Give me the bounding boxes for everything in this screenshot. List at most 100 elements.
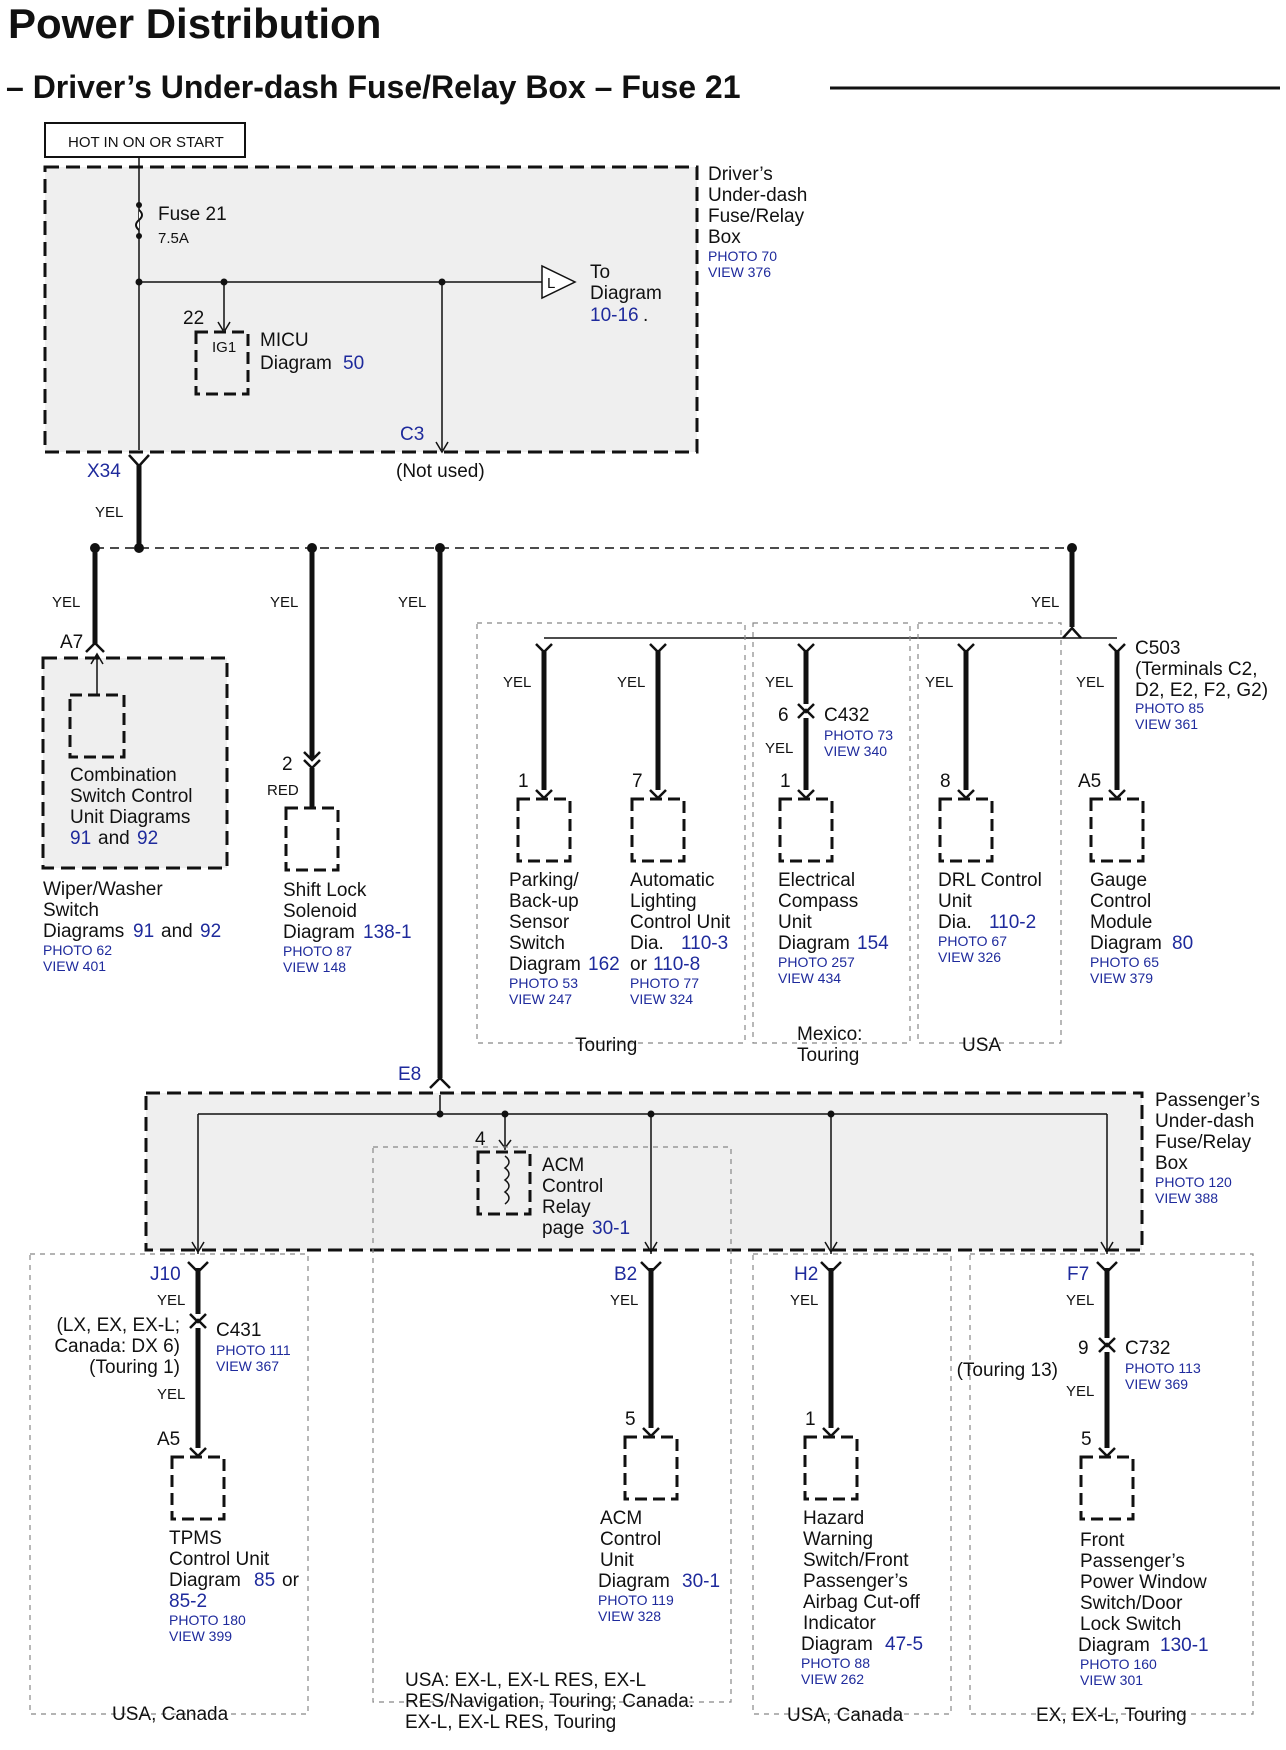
svg-text:YEL: YEL: [790, 1292, 818, 1309]
hazard-warning-switch: [803, 1435, 859, 1501]
to-diagram-link[interactable]: 10-16: [590, 305, 639, 326]
svg-text:TPMS: TPMS: [169, 1528, 222, 1549]
j10-connector: J10: [150, 1264, 181, 1285]
svg-text:PHOTO 70: PHOTO 70: [708, 248, 777, 264]
svg-text:Switch/Door: Switch/Door: [1080, 1593, 1183, 1614]
svg-text:6: 6: [778, 705, 789, 726]
compass-label: Electrical Compass Unit Diagram 154 PHOT…: [778, 870, 889, 986]
svg-text:PHOTO 111: PHOTO 111: [216, 1342, 291, 1358]
passenger-fuse-box-bg: [146, 1093, 1142, 1250]
svg-text:110-2: 110-2: [989, 912, 1036, 933]
svg-text:Diagram: Diagram: [169, 1570, 241, 1591]
svg-text:VIEW 326: VIEW 326: [938, 949, 1001, 965]
svg-text:VIEW 367: VIEW 367: [216, 1358, 279, 1374]
svg-text:PHOTO 62: PHOTO 62: [43, 942, 112, 958]
svg-text:Under-dash: Under-dash: [708, 185, 807, 206]
svg-text:YEL: YEL: [157, 1386, 185, 1403]
combination-switch-label: Combination Switch Control Unit Diagrams…: [70, 765, 193, 849]
auto-lighting-control-unit: [630, 797, 686, 863]
c3-note: (Not used): [396, 461, 485, 482]
svg-text:RES/Navigation, Touring; Canad: RES/Navigation, Touring; Canada:: [405, 1691, 694, 1712]
svg-text:YEL: YEL: [503, 674, 531, 691]
svg-text:VIEW 369: VIEW 369: [1125, 1376, 1188, 1392]
svg-text:Power Window: Power Window: [1080, 1572, 1207, 1593]
h2-connector: H2: [794, 1264, 818, 1285]
region-tpms: USA, Canada: [112, 1704, 229, 1725]
svg-text:ACM: ACM: [600, 1508, 642, 1529]
svg-text:4: 4: [475, 1129, 486, 1150]
svg-text:PHOTO 120: PHOTO 120: [1155, 1174, 1232, 1190]
svg-text:Dia.: Dia.: [938, 912, 972, 933]
svg-text:Unit: Unit: [778, 912, 813, 933]
micu-diagram: Diagram: [260, 353, 332, 374]
svg-text:Switch: Switch: [509, 933, 565, 954]
svg-text:VIEW 434: VIEW 434: [778, 970, 841, 986]
svg-text:8: 8: [940, 771, 951, 792]
svg-text:92: 92: [200, 921, 221, 942]
parking-sensor-label: Parking/ Back-up Sensor Switch Diagram 1…: [509, 870, 620, 1007]
svg-text:5: 5: [1081, 1429, 1092, 1450]
svg-text:Compass: Compass: [778, 891, 858, 912]
gauge-label: Gauge Control Module Diagram 80 PHOTO 65…: [1090, 870, 1193, 986]
c3-connector: C3: [400, 424, 424, 445]
passenger-box-label: Passenger’s Under-dash Fuse/Relay Box PH…: [1155, 1090, 1260, 1206]
svg-text:(Touring 1): (Touring 1): [89, 1357, 180, 1378]
svg-text:(Terminals C2,: (Terminals C2,: [1135, 659, 1257, 680]
svg-text:Passenger’s: Passenger’s: [1155, 1090, 1260, 1111]
svg-text:.: .: [643, 305, 648, 326]
tpms-control-unit: [170, 1455, 226, 1521]
x34-connector: X34: [87, 461, 121, 482]
svg-text:Diagram: Diagram: [1078, 1635, 1150, 1656]
svg-text:91: 91: [133, 921, 154, 942]
svg-text:Passenger’s: Passenger’s: [803, 1571, 908, 1592]
f7-connector: F7: [1067, 1264, 1089, 1285]
svg-text:1: 1: [805, 1409, 816, 1430]
svg-text:1: 1: [780, 771, 791, 792]
region-touring: Touring: [575, 1035, 637, 1056]
svg-text:VIEW 388: VIEW 388: [1155, 1190, 1218, 1206]
svg-text:Electrical: Electrical: [778, 870, 855, 891]
svg-text:VIEW 376: VIEW 376: [708, 264, 771, 280]
svg-text:Hazard: Hazard: [803, 1508, 864, 1529]
svg-text:130-1: 130-1: [1160, 1635, 1209, 1656]
svg-text:PHOTO 65: PHOTO 65: [1090, 954, 1159, 970]
region-window: EX, EX-L, Touring: [1036, 1705, 1187, 1726]
svg-text:Dia.: Dia.: [630, 933, 664, 954]
parking-sensor-switch: [516, 797, 572, 863]
svg-text:30-1: 30-1: [682, 1571, 720, 1592]
fuse-label: Fuse 21: [158, 204, 227, 225]
svg-text:Switch/Front: Switch/Front: [803, 1550, 909, 1571]
svg-text:Unit Diagrams: Unit Diagrams: [70, 807, 190, 828]
micu-label: MICU: [260, 330, 309, 351]
svg-text:(LX, EX, EX-L;: (LX, EX, EX-L;: [56, 1315, 180, 1336]
svg-text:Relay: Relay: [542, 1197, 591, 1218]
svg-text:VIEW 399: VIEW 399: [169, 1628, 232, 1644]
page-subtitle: – Driver’s Under-dash Fuse/Relay Box – F…: [6, 69, 741, 105]
svg-text:30-1: 30-1: [592, 1218, 630, 1239]
micu-diagram-link[interactable]: 50: [343, 353, 364, 374]
svg-text:2: 2: [282, 754, 293, 775]
power-window-switch: [1079, 1455, 1135, 1521]
svg-text:To: To: [590, 262, 610, 283]
svg-text:Diagram: Diagram: [778, 933, 850, 954]
svg-text:85: 85: [254, 1570, 275, 1591]
to-diagram-arrow-icon: [541, 264, 577, 300]
svg-text:RED: RED: [267, 782, 299, 799]
svg-text:VIEW 148: VIEW 148: [283, 959, 346, 975]
drl-control-unit: [938, 797, 994, 863]
svg-text:YEL: YEL: [925, 674, 953, 691]
hot-label: HOT IN ON OR START: [68, 134, 224, 151]
svg-text:YEL: YEL: [95, 504, 123, 521]
svg-text:Under-dash: Under-dash: [1155, 1111, 1254, 1132]
svg-text:Control Unit: Control Unit: [169, 1549, 270, 1570]
svg-text:and: and: [161, 921, 193, 942]
svg-text:Indicator: Indicator: [803, 1613, 877, 1634]
svg-text:Solenoid: Solenoid: [283, 901, 357, 922]
svg-text:Diagram: Diagram: [590, 283, 662, 304]
svg-text:138-1: 138-1: [363, 922, 412, 943]
svg-text:page: page: [542, 1218, 584, 1239]
svg-text:Parking/: Parking/: [509, 870, 579, 891]
svg-text:Box: Box: [708, 227, 741, 248]
acm-control-relay: [476, 1150, 532, 1216]
